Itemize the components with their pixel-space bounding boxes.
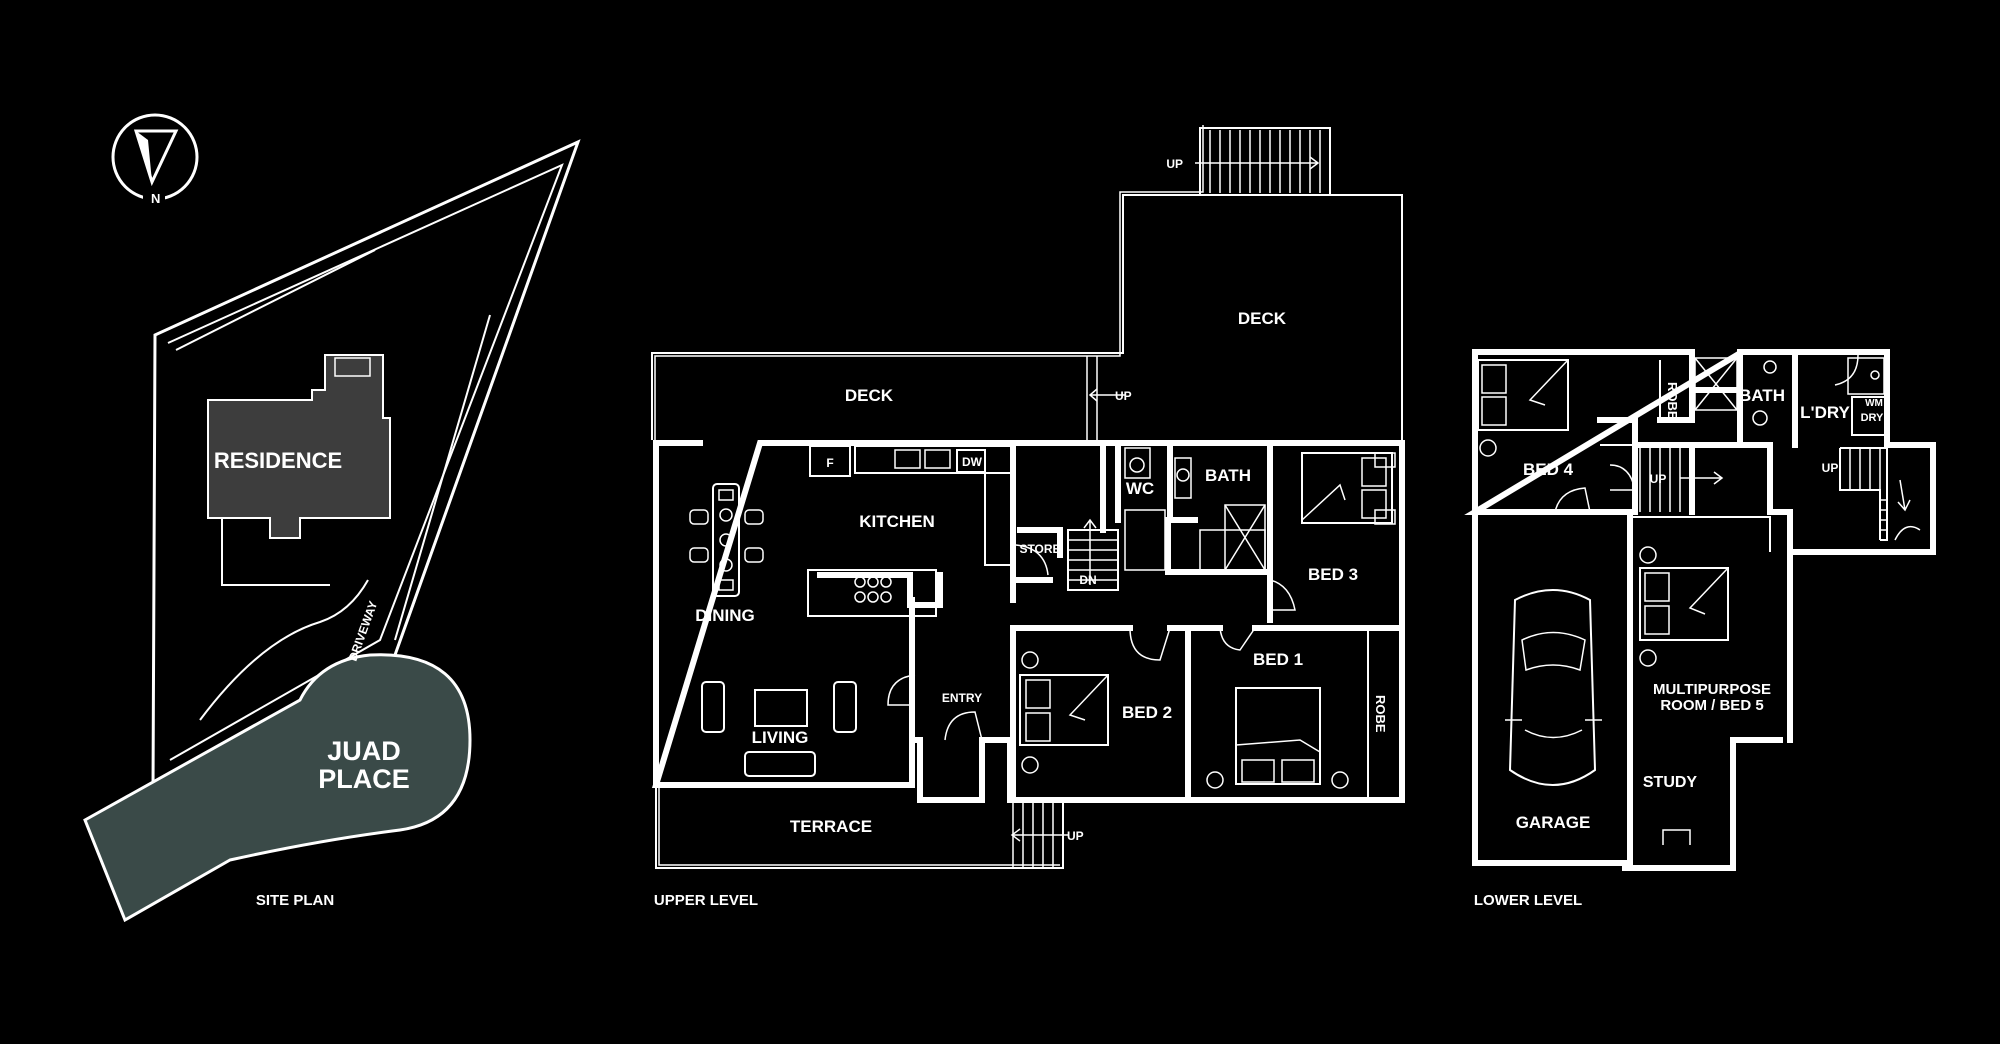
upper-deck-left-label: DECK xyxy=(845,386,894,405)
lower-bath-fixtures-icon xyxy=(1694,357,1887,436)
upper-dining-label: DINING xyxy=(695,606,755,625)
bed1-furniture-icon xyxy=(1206,687,1349,789)
dishwasher-mark: DW xyxy=(962,455,983,469)
dryer-mark: DRY xyxy=(1861,412,1884,424)
dn-stair-mark: DN xyxy=(1079,573,1096,587)
upper-living-label: LIVING xyxy=(752,728,809,747)
upper-deck-right-label: DECK xyxy=(1238,309,1287,328)
lower-study-label: STUDY xyxy=(1643,774,1698,791)
upper-kitchen-label: KITCHEN xyxy=(859,512,935,531)
upper-bed2-label: BED 2 xyxy=(1122,703,1172,722)
site-plan-residence-label: RESIDENCE xyxy=(214,448,342,473)
site-plan-street-line1: JUAD xyxy=(327,736,401,766)
up-terrace-stair-mark: UP xyxy=(1067,829,1084,843)
up-top-stair-mark: UP xyxy=(1166,157,1183,171)
top-stair xyxy=(1195,127,1331,196)
lower-multipurpose-line2: ROOM / BED 5 xyxy=(1660,697,1763,714)
lower-garage-label: GARAGE xyxy=(1516,813,1591,832)
upper-entry-label: ENTRY xyxy=(942,691,982,705)
bed3-furniture-icon xyxy=(1301,452,1396,525)
upper-store-label: STORE xyxy=(1019,542,1060,556)
lower-level-caption: LOWER LEVEL xyxy=(1474,892,1582,909)
site-plan xyxy=(83,139,581,923)
upper-bed3-label: BED 3 xyxy=(1308,565,1358,584)
bed2-furniture-icon xyxy=(1019,651,1109,774)
upper-bath-label: BATH xyxy=(1205,466,1251,485)
upper-wc-label: WC xyxy=(1126,479,1154,498)
up-lower-right-mark: UP xyxy=(1822,461,1839,475)
north-compass-icon xyxy=(111,113,199,208)
site-plan-caption: SITE PLAN xyxy=(256,892,334,909)
upper-robe-label: ROBE xyxy=(1373,695,1388,733)
bed4-furniture-icon xyxy=(1477,359,1569,457)
dining-table-icon xyxy=(689,483,764,597)
upper-level-plan xyxy=(651,125,1405,869)
lower-robe-label: ROBE xyxy=(1665,382,1680,420)
lower-multipurpose-line1: MULTIPURPOSE xyxy=(1653,681,1771,698)
compass-north-label: N xyxy=(151,191,160,206)
upper-level-caption: UPPER LEVEL xyxy=(654,892,758,909)
bed5-furniture-icon xyxy=(1639,546,1729,667)
wc-fixtures-icon xyxy=(1124,447,1266,573)
cooktop-icon xyxy=(854,576,892,603)
washing-machine-mark: WM xyxy=(1865,398,1883,409)
up-deck-stair-mark: UP xyxy=(1115,389,1132,403)
upper-terrace-label: TERRACE xyxy=(790,817,872,836)
fridge-mark: F xyxy=(826,456,833,470)
site-plan-street-line2: PLACE xyxy=(318,764,410,794)
lower-level-plan xyxy=(1464,349,1936,871)
lower-bed4-label: BED 4 xyxy=(1523,460,1574,479)
lower-bath-label: BATH xyxy=(1739,386,1785,405)
living-furniture-icon xyxy=(701,681,857,777)
lower-laundry-label: L'DRY xyxy=(1800,403,1850,422)
garage-car-icon xyxy=(1505,589,1602,786)
upper-bed1-label: BED 1 xyxy=(1253,650,1303,669)
up-lower-left-mark: UP xyxy=(1650,472,1667,486)
